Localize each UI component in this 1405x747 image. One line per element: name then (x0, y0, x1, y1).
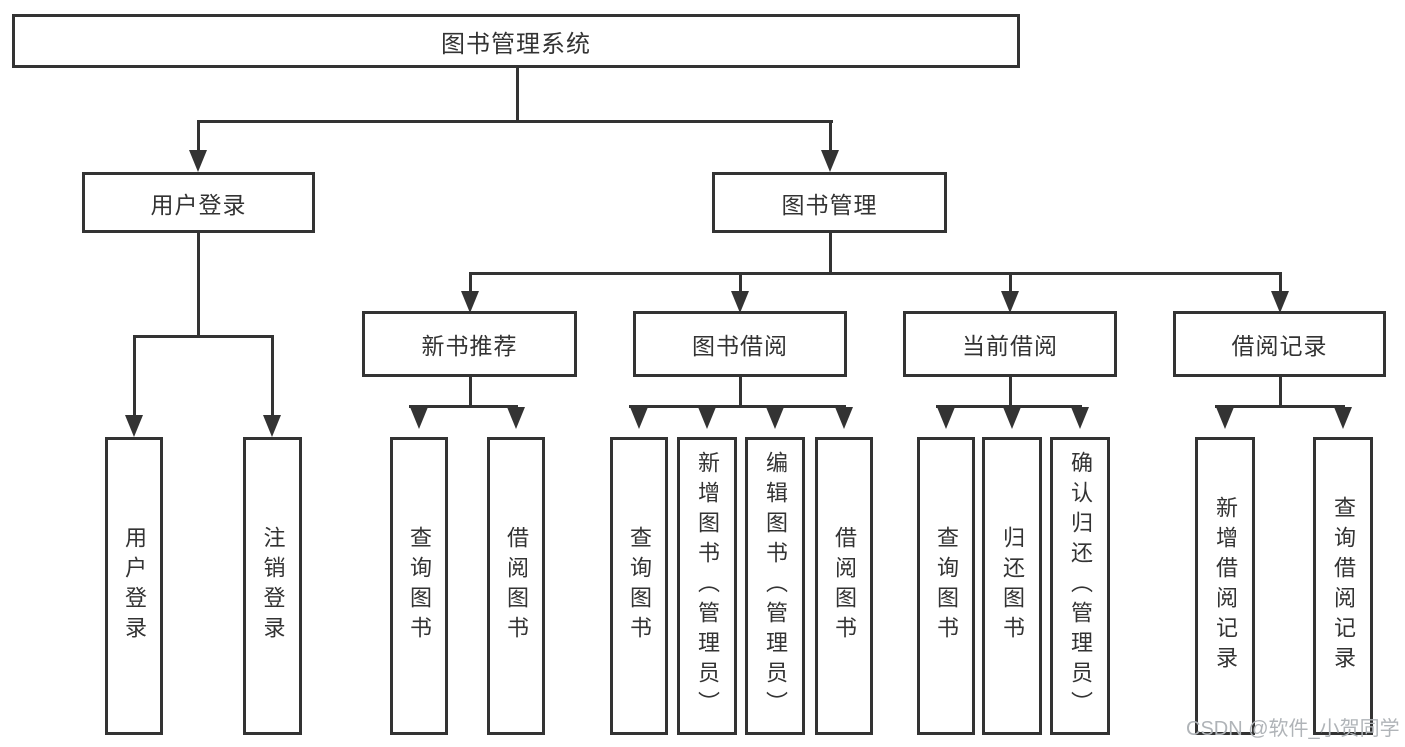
leaf-borrow-books-recommend: 借阅图书 (487, 437, 545, 735)
connector-to-leaf (271, 335, 274, 417)
leaf-add-borrow-record: 新增借阅记录 (1195, 437, 1255, 735)
arrow-down-icon (1001, 291, 1019, 313)
arrow-down-icon (766, 407, 784, 429)
arrow-down-icon (698, 407, 716, 429)
leaf-query-borrow-record: 查询借阅记录 (1313, 437, 1373, 735)
leaf-confirm-return-admin: 确认归还（管理员） (1050, 437, 1110, 735)
connector-split (409, 405, 518, 408)
leaf-edit-books-admin: 编辑图书（管理员） (745, 437, 805, 735)
leaf-borrow-books: 借阅图书 (815, 437, 873, 735)
arrow-down-icon (821, 150, 839, 172)
connector-user-login-split (133, 335, 274, 338)
node-label: 借阅图书 (504, 526, 529, 646)
node-label: 查询借阅记录 (1331, 496, 1356, 676)
node-book-borrowing: 图书借阅 (633, 311, 847, 377)
node-label: 查询图书 (407, 526, 432, 646)
connector-split (936, 405, 1082, 408)
node-label: 确认归还（管理员） (1068, 451, 1093, 721)
connector-drop (1279, 377, 1282, 408)
arrow-down-icon (189, 150, 207, 172)
arrow-down-icon (263, 415, 281, 437)
node-label: 查询图书 (934, 526, 959, 646)
connector-root-drop (516, 68, 519, 123)
connector-to-borrow-records (1279, 272, 1282, 293)
arrow-down-icon (937, 407, 955, 429)
arrow-down-icon (1003, 407, 1021, 429)
leaf-logout: 注销登录 (243, 437, 302, 735)
node-current-borrowing: 当前借阅 (903, 311, 1117, 377)
node-label: 用户登录 (150, 191, 247, 218)
node-label: 用户登录 (122, 526, 147, 646)
arrow-down-icon (507, 407, 525, 429)
leaf-query-books-recommend: 查询图书 (390, 437, 448, 735)
node-root-library-system: 图书管理系统 (12, 14, 1020, 68)
connector-book-mgmt-split (469, 272, 1282, 275)
leaf-query-books-borrow: 查询图书 (610, 437, 668, 735)
arrow-down-icon (731, 291, 749, 313)
connector-to-book-mgmt (829, 120, 832, 152)
leaf-user-login: 用户登录 (105, 437, 163, 735)
connector-to-new-book (469, 272, 472, 293)
node-borrowing-records: 借阅记录 (1173, 311, 1386, 377)
node-label: 查询图书 (627, 526, 652, 646)
node-user-login: 用户登录 (82, 172, 315, 233)
arrow-down-icon (630, 407, 648, 429)
connector-to-user-login (197, 120, 200, 152)
arrow-down-icon (1271, 291, 1289, 313)
arrow-down-icon (461, 291, 479, 313)
connector-to-leaf (133, 335, 136, 417)
node-label: 图书管理系统 (441, 30, 591, 58)
node-label: 归还图书 (1000, 526, 1025, 646)
node-label: 图书借阅 (692, 333, 788, 359)
connector-root-split (197, 120, 833, 123)
connector-split (629, 405, 846, 408)
connector-drop (469, 377, 472, 408)
arrow-down-icon (410, 407, 428, 429)
connector-split (1215, 405, 1345, 408)
arrow-down-icon (125, 415, 143, 437)
node-new-book-recommend: 新书推荐 (362, 311, 577, 377)
leaf-query-books-current: 查询图书 (917, 437, 975, 735)
node-label: 编辑图书（管理员） (763, 451, 788, 721)
node-label: 图书管理 (781, 191, 878, 218)
node-label: 借阅记录 (1231, 333, 1328, 359)
node-label: 新增图书（管理员） (695, 451, 720, 721)
arrow-down-icon (1334, 407, 1352, 429)
arrow-down-icon (1216, 407, 1234, 429)
leaf-return-books: 归还图书 (982, 437, 1042, 735)
node-label: 当前借阅 (962, 333, 1058, 359)
arrow-down-icon (1071, 407, 1089, 429)
connector-to-book-borrow (739, 272, 742, 293)
leaf-add-books-admin: 新增图书（管理员） (677, 437, 737, 735)
node-label: 新书推荐 (421, 333, 518, 359)
connector-to-current-borrow (1009, 272, 1012, 293)
node-label: 注销登录 (260, 526, 286, 646)
connector-drop (1009, 377, 1012, 408)
connector-drop (739, 377, 742, 408)
connector-book-mgmt-drop (829, 233, 832, 275)
csdn-watermark: CSDN @软件_小贺同学 (1186, 718, 1400, 740)
arrow-down-icon (835, 407, 853, 429)
node-label: 新增借阅记录 (1213, 496, 1238, 676)
connector-user-login-drop (197, 233, 200, 338)
node-label: 借阅图书 (832, 526, 857, 646)
node-book-management: 图书管理 (712, 172, 947, 233)
